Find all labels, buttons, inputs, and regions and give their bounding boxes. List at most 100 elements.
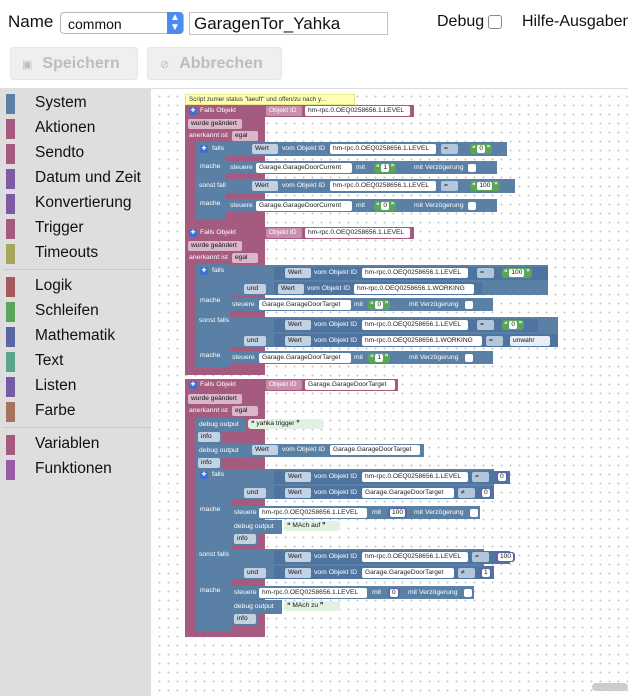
category-schleifen[interactable]: Schleifen bbox=[4, 301, 149, 322]
and-dropdown[interactable]: und bbox=[244, 284, 266, 294]
if-block-3[interactable] bbox=[196, 469, 232, 631]
number-block[interactable]: 100 bbox=[388, 508, 408, 518]
trigger-block-3[interactable] bbox=[185, 379, 265, 391]
delay-checkbox[interactable] bbox=[464, 589, 472, 597]
category-listen[interactable]: Listen bbox=[4, 376, 149, 397]
text-value[interactable]: MAch auf bbox=[292, 522, 321, 529]
category-variablen[interactable]: Variablen bbox=[4, 434, 149, 455]
wert-dropdown[interactable]: Wert bbox=[285, 268, 311, 278]
object-id-field[interactable]: hm-rpc.0.OEQ0258656.1.WORKING bbox=[354, 284, 474, 294]
delay-checkbox[interactable] bbox=[470, 509, 478, 517]
mutator-gear-icon[interactable]: ✚ bbox=[189, 381, 197, 389]
category-text[interactable]: Text bbox=[4, 351, 149, 372]
number-block[interactable]: 1 bbox=[480, 568, 492, 578]
text-value[interactable]: MAch zu bbox=[292, 602, 319, 609]
category-trigger[interactable]: Trigger bbox=[4, 218, 149, 239]
log-level-dropdown[interactable]: info bbox=[234, 534, 256, 544]
delay-checkbox[interactable] bbox=[465, 354, 473, 362]
category-mathematik[interactable]: Mathematik bbox=[4, 326, 149, 347]
cancel-button[interactable]: ⊘Abbrechen bbox=[147, 47, 282, 80]
debug-output-block[interactable] bbox=[232, 600, 282, 614]
object-id-field[interactable]: hm-rpc.0.OEQ0258656.1.LEVEL bbox=[259, 508, 367, 518]
wert-dropdown[interactable]: Wert bbox=[285, 472, 311, 482]
object-id-field[interactable]: hm-rpc.0.OEQ0258656.1.LEVEL bbox=[330, 181, 436, 191]
number-block[interactable]: 0 bbox=[496, 472, 508, 482]
number-value[interactable]: 100 bbox=[477, 182, 493, 190]
number-block[interactable]: 0 bbox=[480, 488, 492, 498]
number-block[interactable]: 0 bbox=[388, 588, 400, 598]
number-value[interactable]: 100 bbox=[390, 509, 406, 517]
script-name-input[interactable]: GaragenTor_Yahka bbox=[189, 12, 388, 35]
number-block[interactable]: ❝ 1 ❞ bbox=[374, 163, 397, 173]
operator-dropdown[interactable]: = bbox=[486, 336, 503, 346]
object-id-field[interactable]: hm-rpc.0.OEQ0258656.1.LEVEL bbox=[362, 472, 468, 482]
text-block[interactable]: ❝ yahka trigger ❞ bbox=[248, 419, 324, 429]
object-id-field[interactable]: hm-rpc.0.OEQ0258656.1.LEVEL bbox=[305, 228, 410, 238]
object-id-field[interactable]: hm-rpc.0.OEQ0258656.1.LEVEL bbox=[362, 552, 468, 562]
number-value[interactable]: 100 bbox=[509, 269, 525, 277]
object-id-field[interactable]: hm-rpc.0.OEQ0258656.1.LEVEL bbox=[362, 320, 468, 330]
operator-dropdown[interactable]: = bbox=[441, 181, 458, 191]
category-system[interactable]: System bbox=[4, 93, 149, 114]
mutator-gear-icon[interactable]: ✚ bbox=[200, 471, 208, 479]
category-timeouts[interactable]: Timeouts bbox=[4, 243, 149, 264]
number-value[interactable]: 0 bbox=[482, 489, 490, 497]
wert-dropdown[interactable]: Wert bbox=[285, 320, 311, 330]
debug-output-block[interactable] bbox=[232, 520, 282, 534]
operator-dropdown[interactable]: = bbox=[472, 472, 489, 482]
number-block[interactable]: ❝ 0 ❞ bbox=[470, 144, 493, 154]
object-id-field[interactable]: hm-rpc.0.OEQ0258656.1.WORKING bbox=[362, 336, 482, 346]
object-id-field[interactable]: Garage.GarageDoorTarget bbox=[330, 445, 420, 455]
instance-select[interactable]: common ▲▼ bbox=[60, 12, 184, 34]
number-value[interactable]: 1 bbox=[375, 354, 384, 362]
number-value[interactable]: 0 bbox=[375, 301, 384, 309]
wert-dropdown[interactable]: Wert bbox=[252, 445, 278, 455]
text-block[interactable]: ❝ MAch auf ❞ bbox=[284, 521, 340, 531]
text-block[interactable]: ❝ MAch zu ❞ bbox=[284, 601, 340, 611]
and-dropdown[interactable]: und bbox=[244, 568, 266, 578]
wert-dropdown[interactable]: Wert bbox=[285, 488, 311, 498]
wert-dropdown[interactable]: Wert bbox=[285, 568, 311, 578]
change-type-dropdown[interactable]: wurde geändert bbox=[188, 394, 242, 404]
object-id-field[interactable]: hm-rpc.0.OEQ0258656.1.LEVEL bbox=[305, 106, 410, 116]
object-id-field[interactable]: Garage.GarageDoorTarget bbox=[362, 488, 454, 498]
operator-dropdown[interactable]: = bbox=[441, 144, 458, 154]
number-value[interactable]: 0 bbox=[390, 589, 398, 597]
number-value[interactable]: 1 bbox=[381, 164, 390, 172]
trigger-block-1[interactable] bbox=[185, 105, 265, 117]
ack-dropdown[interactable]: egal bbox=[232, 406, 258, 416]
ack-dropdown[interactable]: egal bbox=[232, 131, 258, 141]
number-value[interactable]: 0 bbox=[498, 473, 506, 481]
number-value[interactable]: 0 bbox=[477, 145, 486, 153]
number-value[interactable]: 0 bbox=[381, 202, 390, 210]
number-block[interactable]: ❝ 0 ❞ bbox=[368, 300, 391, 310]
delay-checkbox[interactable] bbox=[468, 202, 476, 210]
log-level-dropdown[interactable]: info bbox=[198, 432, 220, 442]
object-id-field[interactable]: Garage.GarageDoorTarget bbox=[362, 568, 454, 578]
debug-checkbox[interactable] bbox=[488, 15, 502, 29]
log-level-dropdown[interactable]: info bbox=[234, 614, 256, 624]
object-id-field[interactable]: hm-rpc.0.OEQ0258656.1.LEVEL bbox=[330, 144, 436, 154]
object-id-field[interactable]: Garage.GarageDoorCurrent bbox=[256, 163, 352, 173]
category-funktionen[interactable]: Funktionen bbox=[4, 459, 149, 480]
ack-dropdown[interactable]: egal bbox=[232, 253, 258, 263]
wert-dropdown[interactable]: Wert bbox=[252, 144, 278, 154]
horizontal-scrollbar[interactable] bbox=[592, 683, 628, 691]
blocks-canvas[interactable]: Script zumer status "laeuft" und offen/z… bbox=[152, 89, 628, 696]
category-aktionen[interactable]: Aktionen bbox=[4, 118, 149, 139]
operator-dropdown[interactable]: = bbox=[477, 268, 494, 278]
number-block[interactable]: ❝ 1 ❞ bbox=[368, 353, 391, 363]
script-comment[interactable]: Script zumer status "laeuft" und offen/z… bbox=[185, 94, 355, 105]
change-type-dropdown[interactable]: wurde geändert bbox=[188, 241, 242, 251]
delay-checkbox[interactable] bbox=[465, 301, 473, 309]
if-block-2[interactable] bbox=[196, 264, 230, 367]
mutator-gear-icon[interactable]: ✚ bbox=[189, 107, 197, 115]
operator-dropdown[interactable]: = bbox=[472, 552, 489, 562]
object-id-field[interactable]: Garage.GarageDoorCurrent bbox=[256, 201, 352, 211]
category-logik[interactable]: Logik bbox=[4, 276, 149, 297]
delay-checkbox[interactable] bbox=[468, 164, 476, 172]
wert-dropdown[interactable]: Wert bbox=[285, 552, 311, 562]
number-block[interactable]: 100 bbox=[496, 552, 516, 562]
operator-dropdown[interactable]: ≠ bbox=[458, 488, 475, 498]
category-konvertierung[interactable]: Konvertierung bbox=[4, 193, 149, 214]
